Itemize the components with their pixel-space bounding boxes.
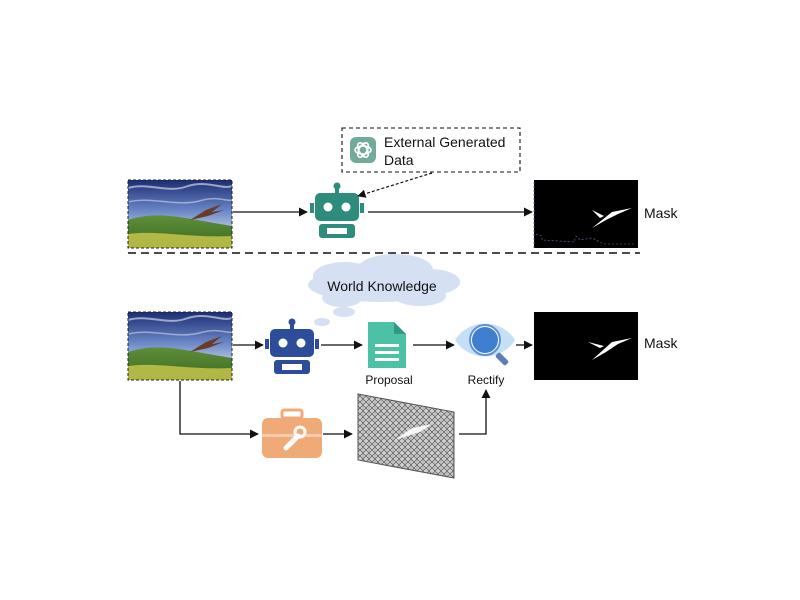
rectify-label: Rectify (468, 373, 505, 387)
document-icon (368, 322, 406, 368)
eye-magnifier-icon (455, 323, 515, 366)
toolbox-wrench-icon (262, 408, 322, 458)
edge-map-image (357, 393, 455, 479)
top-input-image (127, 179, 233, 249)
arrow-image-to-toolbox (179, 381, 259, 439)
bottom-mask-image (534, 312, 638, 380)
bottom-mask-label: Mask (644, 335, 678, 351)
bottom-input-image (127, 311, 233, 381)
external-data-label-line2: Data (384, 152, 414, 168)
arrow-edge-map-to-rectify (459, 389, 491, 435)
proposal-label: Proposal (365, 373, 412, 387)
arrow-external-data-to-robot (357, 172, 433, 198)
world-knowledge-cloud: World Knowledge (308, 254, 460, 326)
external-data-label-line1: External Generated (384, 134, 505, 150)
top-mask-label: Mask (644, 205, 678, 221)
top-mask-image (533, 180, 638, 248)
robot-icon (310, 182, 364, 238)
robot-icon (265, 318, 319, 374)
external-data-box: External Generated Data (341, 127, 521, 173)
world-knowledge-label: World Knowledge (327, 278, 437, 294)
chatgpt-logo-icon (350, 137, 376, 163)
